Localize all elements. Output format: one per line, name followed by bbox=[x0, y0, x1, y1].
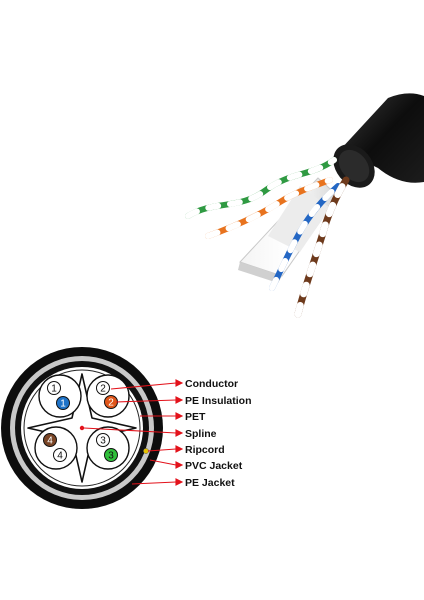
pair-2: 2 2 bbox=[86, 374, 130, 418]
pair-1: 1 1 bbox=[38, 374, 82, 418]
pair-3: 3 3 bbox=[86, 426, 130, 470]
pair-3-white-number: 3 bbox=[100, 436, 106, 447]
callout-pe-insulation: PE Insulation bbox=[185, 395, 252, 407]
callout-spline: Spline bbox=[185, 428, 217, 440]
brown-pair-image bbox=[294, 176, 350, 318]
orange-pair-image bbox=[205, 177, 333, 239]
pair-3-colored-number: 3 bbox=[108, 451, 114, 462]
blue-pair-image bbox=[269, 183, 341, 291]
pair-1-white-number: 1 bbox=[51, 384, 57, 395]
pair-2-white-number: 2 bbox=[100, 384, 106, 395]
outer-jacket-image bbox=[333, 93, 424, 188]
callout-conductor: Conductor bbox=[185, 378, 238, 390]
cross-section: 1 1 2 2 4 4 3 3 bbox=[1, 347, 163, 509]
pair-4: 4 4 bbox=[34, 426, 78, 470]
callout-pet: PET bbox=[185, 411, 206, 423]
callout-pe-jacket: PE Jacket bbox=[185, 477, 235, 489]
pair-4-white-number: 4 bbox=[57, 451, 63, 462]
leader-spline bbox=[83, 427, 184, 437]
spline-center-dot bbox=[79, 425, 85, 431]
leader-conductor bbox=[110, 379, 184, 390]
callout-leaders bbox=[83, 379, 184, 486]
callout-pvc-jacket: PVC Jacket bbox=[185, 460, 243, 472]
pair-1-colored-number: 1 bbox=[60, 399, 66, 410]
pair-4-colored-number: 4 bbox=[47, 436, 53, 447]
cable-photo bbox=[185, 93, 424, 318]
leader-pet bbox=[140, 412, 184, 420]
leader-ripcord bbox=[147, 445, 184, 453]
leader-pe-insulation bbox=[115, 396, 184, 404]
callout-ripcord: Ripcord bbox=[185, 444, 225, 456]
leader-pe-jacket bbox=[131, 478, 184, 486]
callout-labels: Conductor PE Insulation PET Spline Ripco… bbox=[185, 378, 252, 489]
leader-pvc-jacket bbox=[149, 459, 184, 469]
pair-2-colored-number: 2 bbox=[108, 398, 114, 409]
green-pair-image bbox=[185, 157, 337, 219]
ripcord-dot bbox=[143, 448, 149, 454]
